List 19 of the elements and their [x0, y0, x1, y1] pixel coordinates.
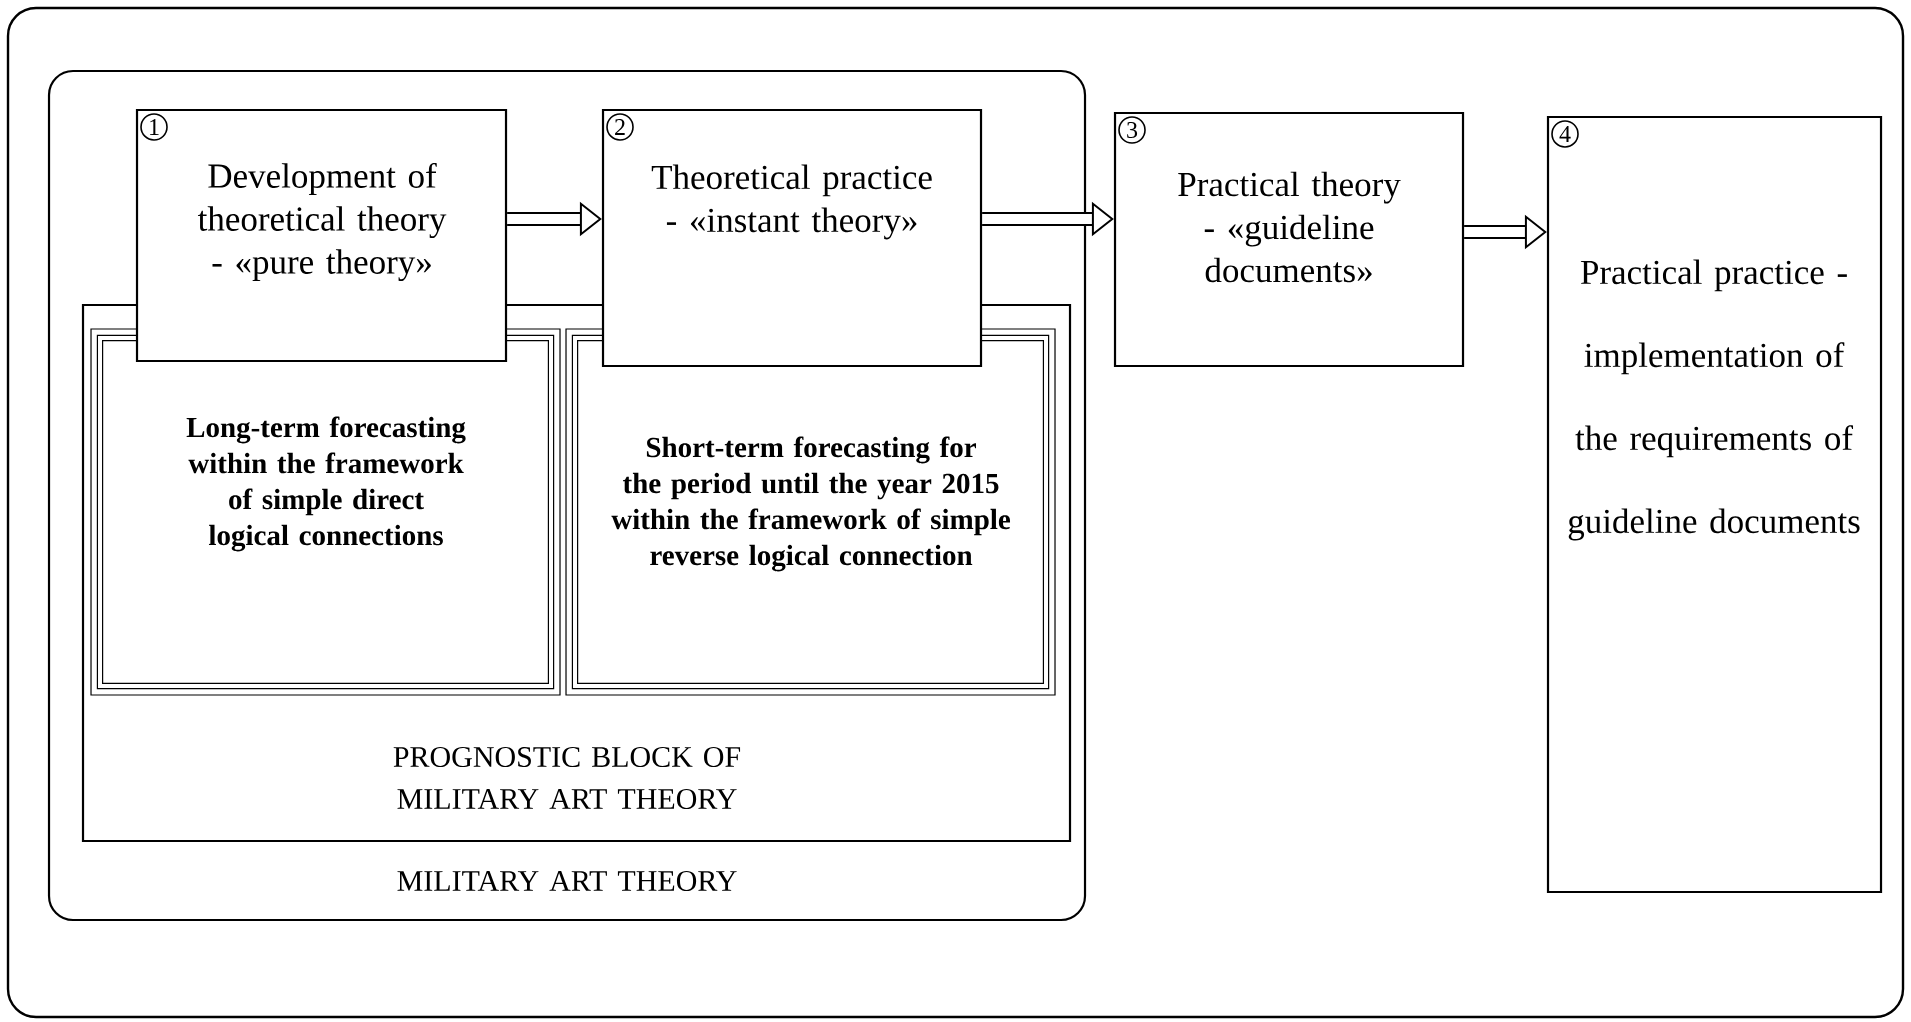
- stage-box: [1546, 115, 1883, 894]
- stage-box: [1113, 111, 1465, 368]
- forecast-box: [565, 328, 1056, 696]
- stage-box: [601, 108, 983, 368]
- step-number: 4: [1551, 120, 1579, 148]
- step-number: 1: [140, 113, 168, 141]
- box-text: Development of theoretical theory - «pure theory»: [197, 162, 447, 282]
- step-number: 3: [1118, 116, 1146, 144]
- box-text: Short-term forecasting for the period until the year 2015 within the framework of simple reverse logical connection: [611, 436, 1010, 572]
- box-text: PROGNOSTIC BLOCK OF MILITARY ART THEORY: [393, 746, 741, 810]
- forecast-box: [90, 328, 561, 696]
- step-number: 2: [606, 113, 634, 141]
- box-text: MILITARY ART THEORY: [397, 870, 737, 892]
- box-text: Theoretical practice - «instant theory»: [651, 164, 932, 240]
- box-text: Practical practice - implementation of the requirements of guideline documents: [1568, 259, 1860, 541]
- box-text: Practical theory - «guideline documents»: [1178, 171, 1401, 283]
- theory-panel: [47, 69, 1087, 922]
- box-text: Long-term forecasting within the framework of simple direct logical connections: [186, 416, 466, 552]
- stage-box: [135, 108, 508, 363]
